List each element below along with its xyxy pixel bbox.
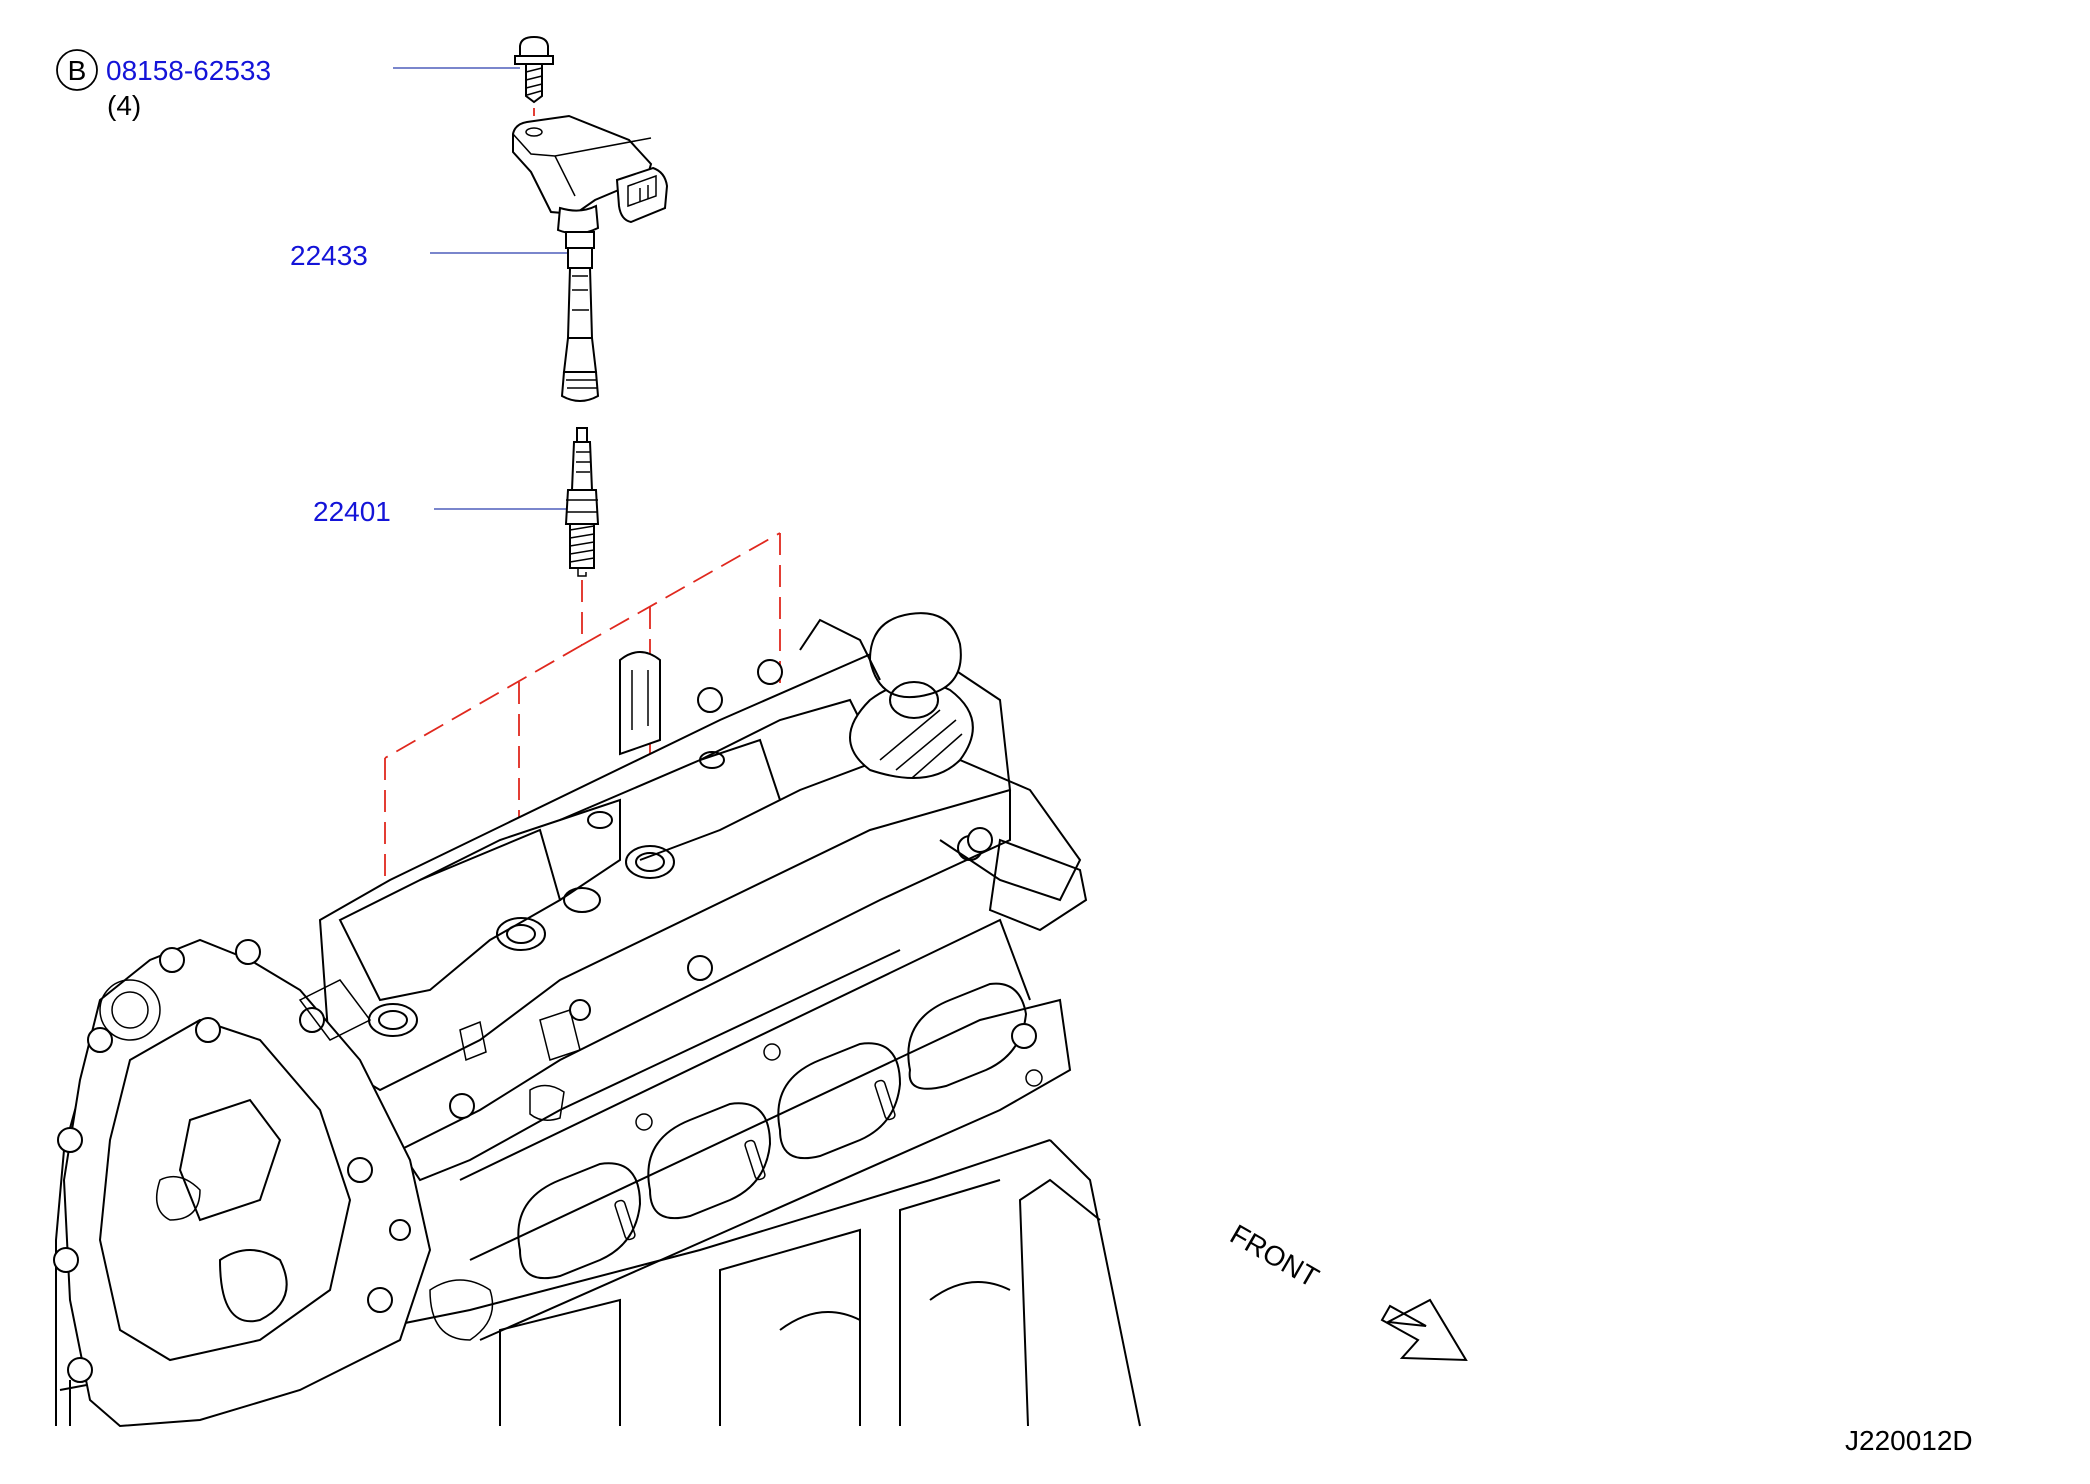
front-label: FRONT [1225,1218,1324,1293]
spark-plug-drawing [564,427,600,577]
callout-bolt[interactable]: B 08158-62533 (4) [56,49,520,121]
bolt-drawing [514,35,554,126]
badge-circle [56,49,98,91]
ignition-coil-part-number[interactable]: 22433 [290,240,368,271]
bolt-part-number[interactable]: 08158-62533 [106,55,271,86]
front-direction-indicator: FRONT [1225,1218,1468,1362]
engine-cylinder-head-drawing [53,612,1141,1428]
ignition-coil-drawing [512,114,669,402]
bolt-quantity: (4) [107,90,141,121]
badge-letter: B [68,55,87,86]
callout-spark-plug[interactable]: 22401 [313,496,568,527]
spark-plug-part-number[interactable]: 22401 [313,496,391,527]
diagram-code: J220012D [1845,1425,1973,1456]
callout-ignition-coil[interactable]: 22433 [290,240,572,271]
front-arrow-icon [1380,1298,1468,1362]
